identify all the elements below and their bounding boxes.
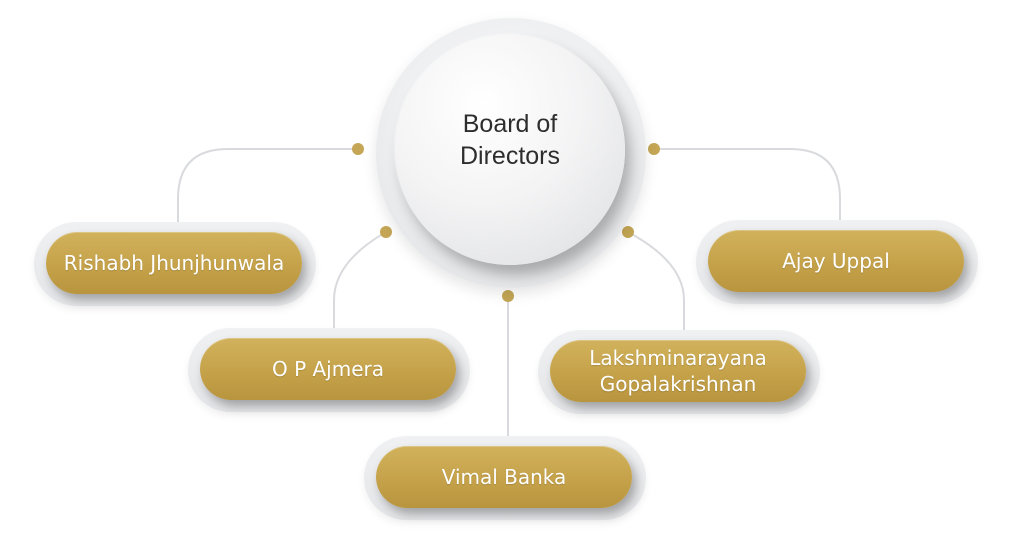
member-pill: O P Ajmera: [200, 338, 456, 400]
connector-line-m1: [177, 148, 358, 226]
connector-line-m2: [333, 231, 387, 332]
board-title: Board of Directors: [459, 110, 560, 170]
member-node-ajay-uppal: Ajay Uppal: [696, 220, 978, 304]
member-name: Vimal Banka: [441, 465, 567, 489]
member-node-lakshminarayana-gopalakrishnan: Lakshminarayana Gopalakrishnan: [538, 330, 820, 414]
board-hub-inner: Board of Directors: [395, 35, 625, 265]
member-pill: Lakshminarayana Gopalakrishnan: [550, 340, 806, 402]
connector-dot-m5: [648, 143, 660, 155]
member-name: Rishabh Jhunjhunwala: [63, 251, 285, 275]
connector-dot-m3: [502, 290, 514, 302]
connector-dot-m2: [380, 226, 392, 238]
member-node-o-p-ajmera: O P Ajmera: [188, 328, 470, 412]
member-name: Lakshminarayana Gopalakrishnan: [589, 346, 767, 396]
connector-dot-m1: [352, 143, 364, 155]
member-name: Ajay Uppal: [782, 249, 890, 273]
connector-dot-m4: [622, 226, 634, 238]
connector-line-m4: [627, 231, 685, 334]
member-pill: Rishabh Jhunjhunwala: [46, 232, 302, 294]
board-hub: Board of Directors: [376, 18, 646, 288]
member-name: O P Ajmera: [271, 357, 385, 381]
member-node-vimal-banka: Vimal Banka: [364, 436, 646, 520]
member-pill: Vimal Banka: [376, 446, 632, 508]
member-pill: Ajay Uppal: [708, 230, 964, 292]
connector-line-m5: [654, 148, 841, 224]
member-node-rishabh-jhunjhunwala: Rishabh Jhunjhunwala: [34, 222, 316, 306]
